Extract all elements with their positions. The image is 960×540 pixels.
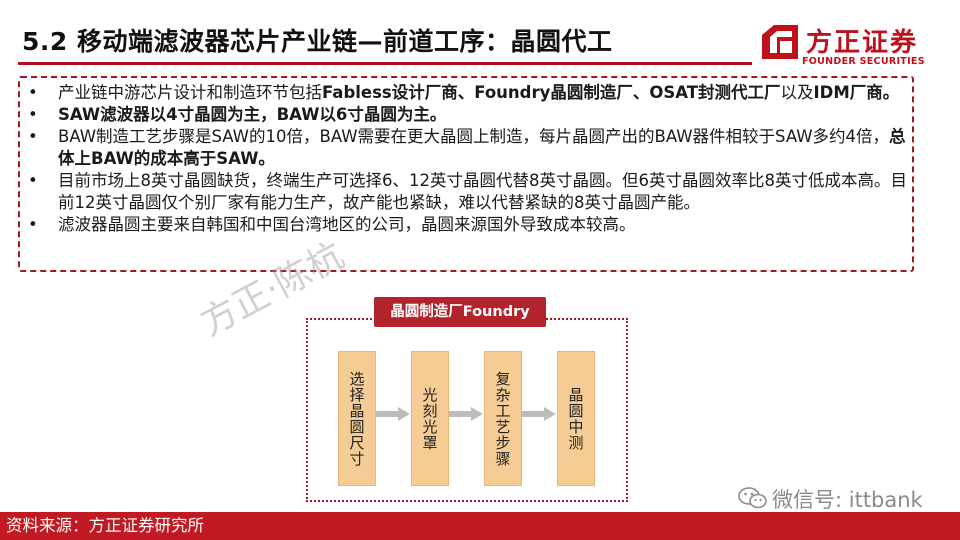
bullet-text: 以及 (780, 83, 814, 102)
bullet-marker: • (28, 105, 38, 124)
logo-chinese-name: 方正证券 (806, 28, 919, 58)
process-step-wafer-test: 晶圆中测 (557, 351, 595, 486)
process-step-label: 晶圆中测 (566, 386, 585, 451)
bullet-bold-text: Fabless设计厂商、Foundry晶圆制造厂、OSAT封测代工厂 (322, 83, 781, 102)
company-logo: 方正证券 FOUNDER SECURITIES (752, 20, 952, 70)
bullet-item: • 产业链中游芯片设计和制造环节包括Fabless设计厂商、Foundry晶圆制… (28, 82, 908, 104)
bullet-marker: • (28, 127, 38, 146)
process-step-wafer-size: 选择晶圆尺寸 (338, 351, 376, 486)
bullet-bold-text: 总体上BAW的成本高于SAW。 (58, 127, 906, 168)
bullet-marker: • (28, 215, 38, 234)
footer-bar (0, 512, 960, 540)
page-title: 5.2 移动端滤波器芯片产业链—前道工序：晶圆代工 (22, 27, 613, 56)
bullet-item: • 目前市场上8英寸晶圆缺货，终端生产可选择6、12英寸晶圆代替8英寸晶圆。但6… (28, 170, 908, 214)
bullet-item: • 滤波器晶圆主要来自韩国和中国台湾地区的公司，晶圆来源国外导致成本较高。 (28, 214, 908, 236)
logo-mark-icon (762, 25, 798, 59)
arrow-right-icon (376, 407, 410, 421)
bullet-text: 滤波器晶圆主要来自韩国和中国台湾地区的公司，晶圆来源国外导致成本较高。 (58, 215, 636, 234)
bullet-item: • BAW制造工艺步骤是SAW的10倍，BAW需要在更大晶圆上制造，每片晶圆产出… (28, 126, 908, 170)
logo-english-name: FOUNDER SECURITIES (802, 56, 925, 67)
arrow-right-icon (449, 407, 483, 421)
bullet-marker: • (28, 83, 38, 102)
process-step-label: 光刻光罩 (420, 386, 439, 451)
bullet-text: 产业链中游芯片设计和制造环节包括 (58, 83, 322, 102)
bullet-list: • 产业链中游芯片设计和制造环节包括Fabless设计厂商、Foundry晶圆制… (28, 82, 908, 236)
bullet-bold-text: SAW滤波器以4寸晶圆为主，BAW以6寸晶圆为主。 (58, 105, 447, 124)
wechat-icon (738, 487, 767, 509)
bullet-bold-text: IDM厂商。 (813, 83, 900, 102)
foundry-label: 晶圆制造厂Foundry (374, 297, 546, 327)
process-step-label: 选择晶圆尺寸 (347, 370, 366, 467)
bullet-text: 目前市场上8英寸晶圆缺货，终端生产可选择6、12英寸晶圆代替8英寸晶圆。但6英寸… (58, 171, 907, 212)
process-step-complex-process: 复杂工艺步骤 (484, 351, 522, 486)
bullet-marker: • (28, 171, 38, 190)
wechat-id: 微信号: ittbank (772, 488, 923, 512)
source-note: 资料来源：方正证券研究所 (6, 516, 204, 535)
process-step-label: 复杂工艺步骤 (493, 370, 512, 467)
process-step-lithography: 光刻光罩 (411, 351, 449, 486)
bullet-text: BAW制造工艺步骤是SAW的10倍，BAW需要在更大晶圆上制造，每片晶圆产出的B… (58, 127, 890, 146)
bullet-item: • SAW滤波器以4寸晶圆为主，BAW以6寸晶圆为主。 (28, 104, 908, 126)
arrow-right-icon (522, 407, 556, 421)
bullet-frame (18, 76, 914, 272)
title-rule (18, 62, 752, 65)
